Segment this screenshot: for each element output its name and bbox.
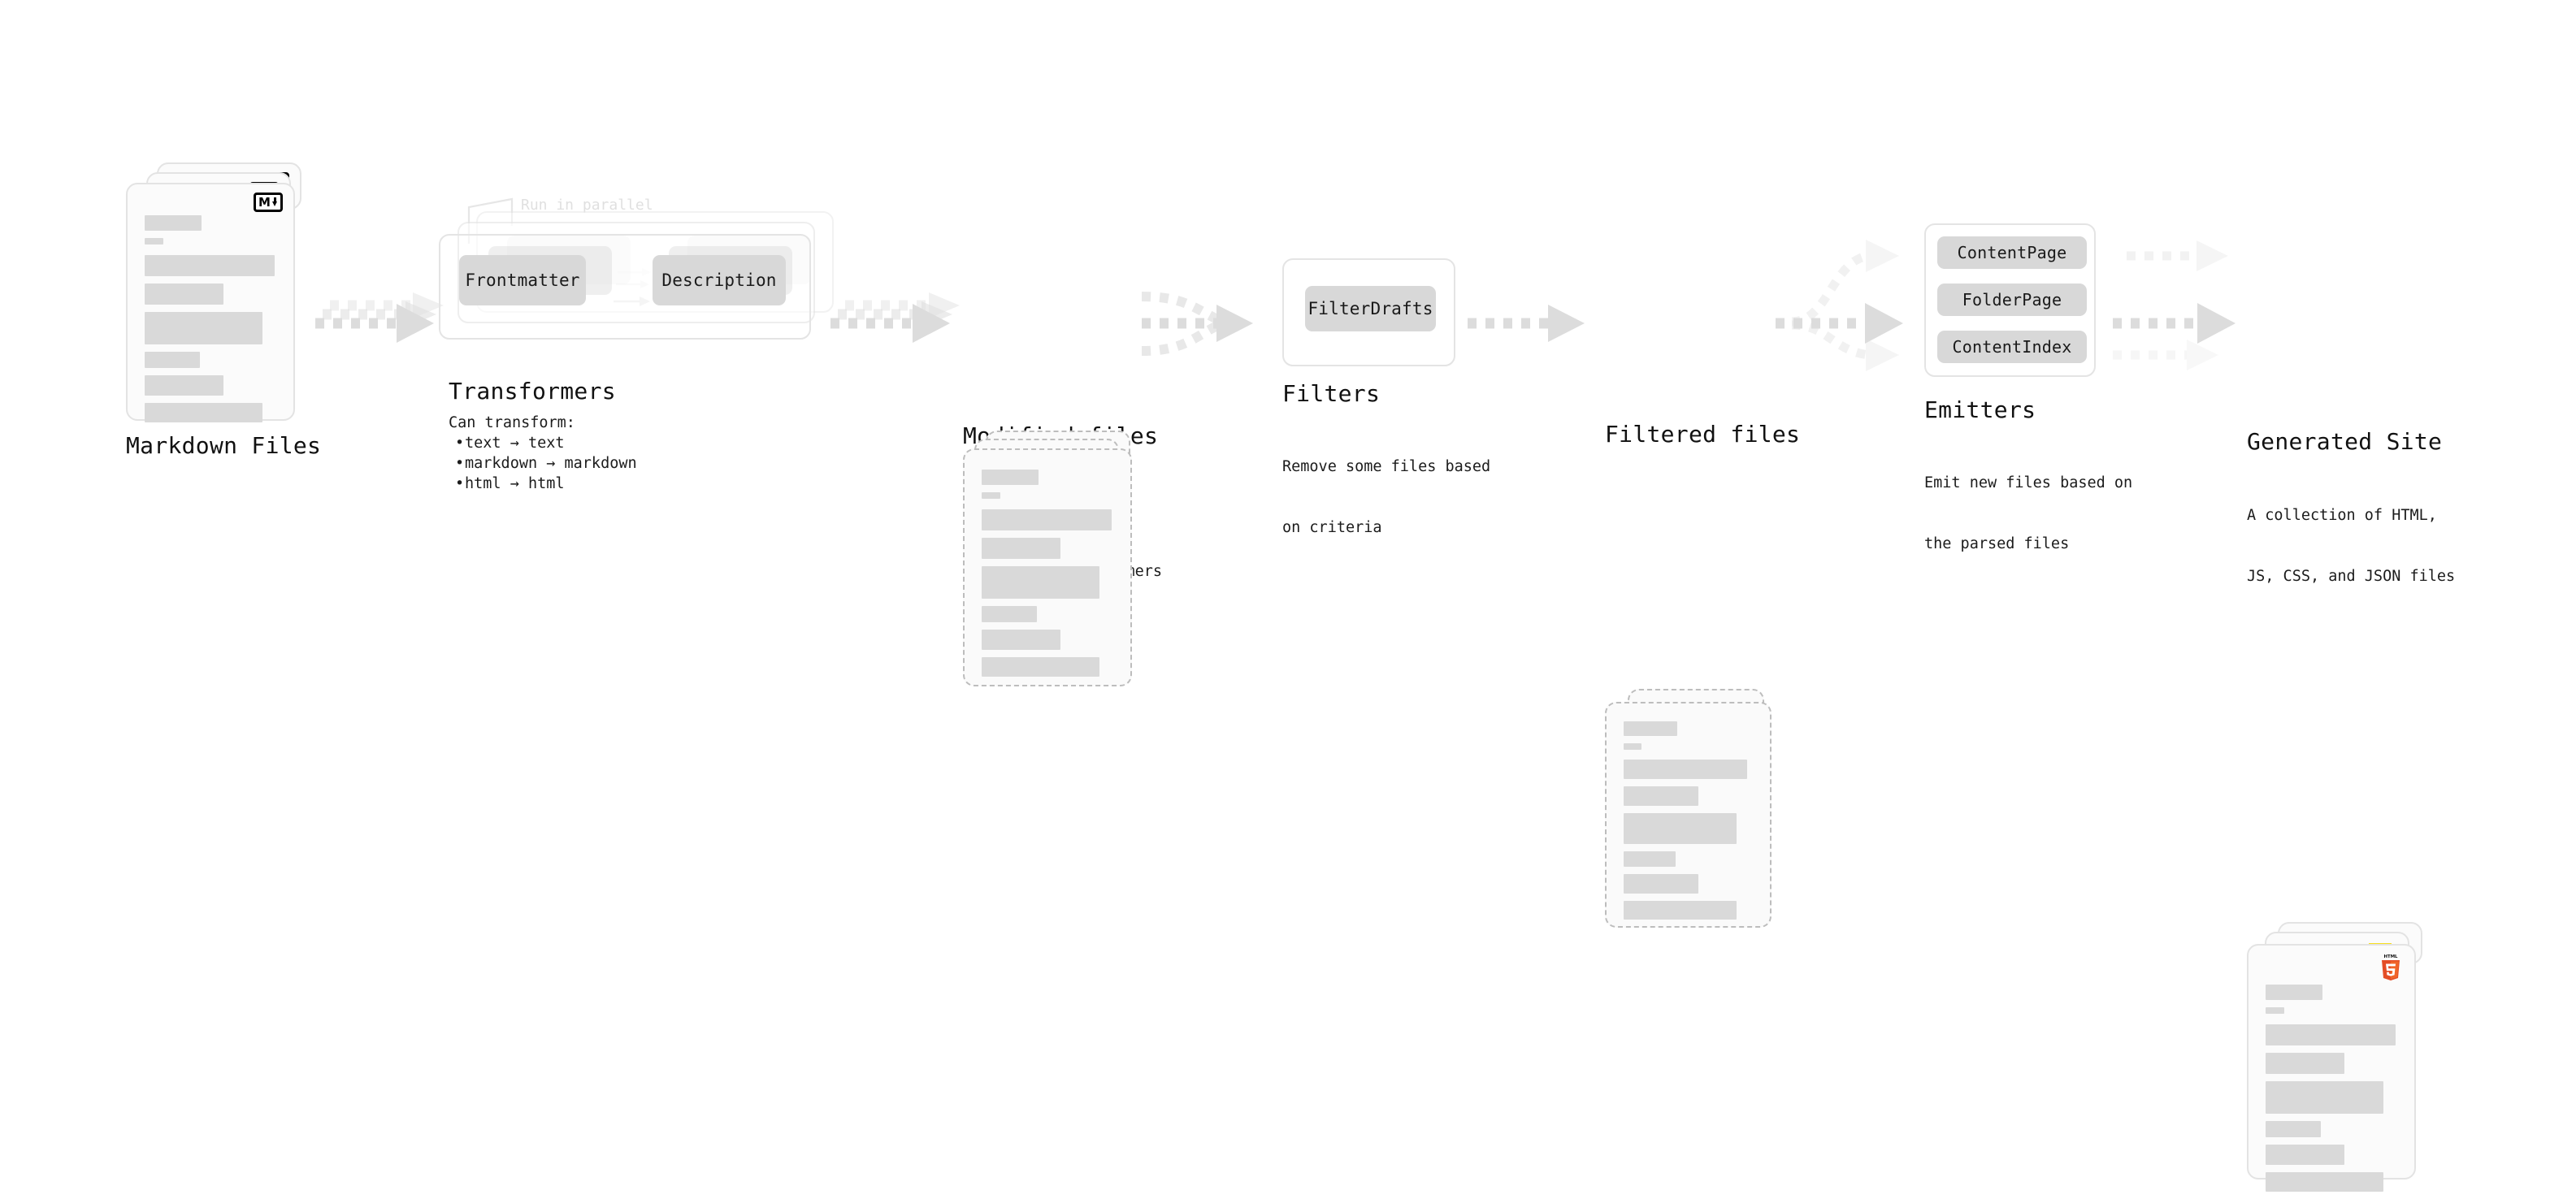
doc-lines — [982, 470, 1117, 684]
filters-desc: Remove some files based on criteria — [1282, 416, 1490, 578]
filtered-file-card-front — [1605, 702, 1772, 928]
caption-filters: Filters — [1282, 380, 1381, 407]
run-in-parallel-label: Run in parallel — [521, 197, 653, 214]
doc-lines — [1624, 721, 1757, 927]
pipeline-diagram: M M M — [0, 0, 2576, 681]
arrow-filters-to-filtered — [1468, 305, 1585, 342]
caption-generated-site: Generated Site — [2247, 428, 2443, 455]
emitter-chip-contentpage[interactable]: ContentPage — [1937, 236, 2087, 269]
transformer-chip-description[interactable]: Description — [653, 255, 786, 305]
doc-lines — [2266, 985, 2401, 1199]
emitters-group: ContentPage FolderPage ContentIndex — [1924, 223, 2111, 386]
html5-icon: HTML — [2379, 952, 2403, 981]
filtered-files-stack — [1605, 689, 1792, 941]
generated-site-desc-line-0: A collection of HTML, — [2247, 507, 2437, 524]
emitter-chip-folderpage[interactable]: FolderPage — [1937, 284, 2087, 316]
caption-transformers: Transformers — [449, 378, 616, 405]
markdown-files-stack: M M M — [126, 162, 321, 422]
generated-site-desc-line-1: JS, CSS, and JSON files — [2247, 568, 2456, 585]
transformer-chip-frontmatter[interactable]: Frontmatter — [459, 255, 586, 305]
transformers-box-front[interactable]: Frontmatter Description — [439, 234, 811, 340]
doc-lines — [145, 215, 280, 430]
emitter-chip-contentindex[interactable]: ContentIndex — [1937, 331, 2087, 363]
generated-site-stack: CSS HTML — [2247, 922, 2442, 1192]
filters-desc-line-1: on criteria — [1282, 519, 1382, 536]
arrow-markdown-to-transformers — [315, 292, 444, 343]
filters-box[interactable]: FilterDrafts — [1282, 258, 1455, 366]
emitters-desc-line-1: the parsed files — [1924, 535, 2070, 552]
markdown-icon: M — [254, 193, 283, 212]
markdown-logo-letter: M — [258, 195, 271, 210]
transformers-desc-item-2: html → html — [453, 474, 637, 494]
arrow-emitters-to-site — [2113, 240, 2236, 370]
transformers-desc-list: text → text markdown → markdown html → h… — [453, 433, 637, 494]
emitters-desc-line-0: Emit new files based on — [1924, 474, 2133, 491]
transformers-desc-item-1: markdown → markdown — [453, 453, 637, 474]
caption-emitters: Emitters — [1924, 396, 2036, 423]
filter-chip-filterdrafts[interactable]: FilterDrafts — [1305, 286, 1436, 331]
emitters-desc: Emit new files based on the parsed files — [1924, 432, 2132, 595]
markdown-file-card-front: M — [126, 183, 295, 422]
svg-text:HTML: HTML — [2384, 954, 2399, 959]
transformers-desc-item-0: text → text — [453, 433, 637, 453]
arrow-modified-to-filters — [1141, 292, 1253, 356]
caption-markdown-files: Markdown Files — [126, 432, 322, 459]
arrow-filtered-to-emitters — [1776, 240, 1903, 371]
modified-file-card-front — [963, 448, 1132, 686]
markdown-logo-box: M — [254, 193, 283, 212]
transformers-desc-heading: Can transform: — [449, 414, 575, 431]
caption-filtered-files: Filtered files — [1605, 421, 1801, 448]
markdown-logo-arrow — [272, 197, 277, 207]
generated-site-desc: A collection of HTML, JS, CSS, and JSON … — [2247, 465, 2455, 627]
modified-files-stack — [963, 431, 1150, 686]
generated-file-card-html: HTML — [2247, 944, 2416, 1192]
filters-group: FilterDrafts — [1282, 258, 1469, 372]
filters-desc-line-0: Remove some files based — [1282, 458, 1491, 475]
arrow-transformers-to-modified — [830, 292, 960, 343]
emitters-box[interactable]: ContentPage FolderPage ContentIndex — [1924, 223, 2096, 377]
transformers-group: Frontmatter Description — [439, 195, 845, 357]
